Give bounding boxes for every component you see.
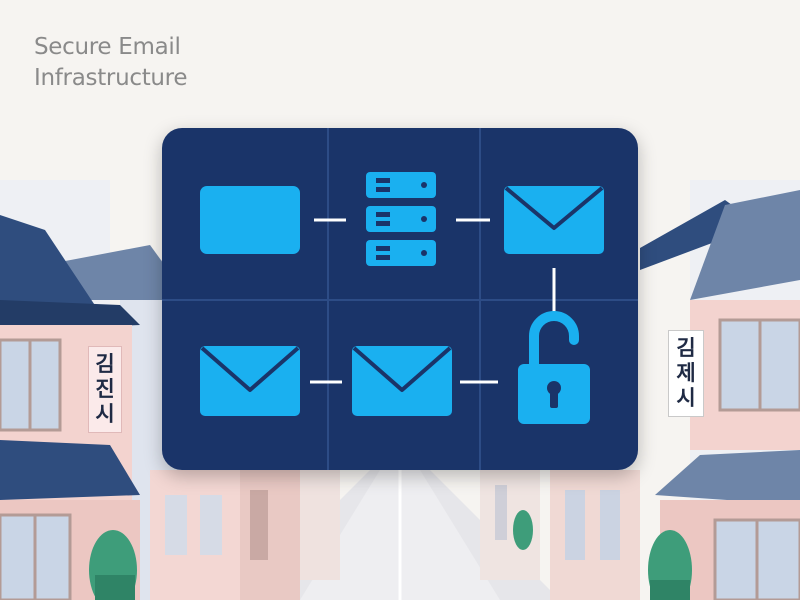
email-flow-panel	[162, 128, 638, 470]
connector-lines	[310, 218, 556, 384]
right-front-house	[640, 190, 800, 600]
envelope-icon	[352, 346, 452, 416]
envelope-icon	[200, 346, 300, 416]
email-flow-diagram	[162, 128, 638, 470]
sign-char: 제	[676, 361, 696, 385]
sign-char: 시	[95, 402, 115, 426]
title-line-1: Secure Email	[34, 34, 181, 60]
title-line-2: Infrastructure	[34, 65, 188, 91]
window-icon	[200, 186, 300, 254]
sign-char: 진	[95, 377, 115, 401]
server-icon	[366, 172, 436, 266]
panel-grid	[162, 128, 638, 470]
envelope-icon	[504, 186, 604, 254]
padlock-icon	[518, 311, 590, 424]
sign-char: 김	[676, 336, 696, 360]
sign-char: 시	[676, 386, 696, 410]
page-title: Secure Email Infrastructure	[34, 32, 187, 94]
left-front-house	[0, 215, 140, 600]
shop-sign-left: 김 진 시	[88, 346, 122, 433]
sign-char: 김	[95, 352, 115, 376]
shop-sign-right: 김 제 시	[668, 330, 704, 417]
